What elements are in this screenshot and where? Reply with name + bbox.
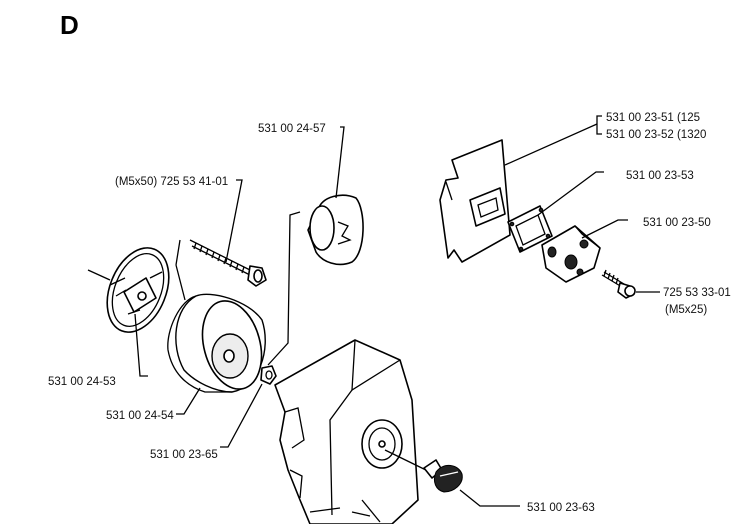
- label-gasket: 531 00 23-53: [626, 170, 694, 182]
- label-cover-knob: 531 00 23-63: [527, 502, 595, 514]
- screw-m5x50: [189, 239, 267, 287]
- label-screw-m5x25-pn: 725 53 33-01: [663, 287, 731, 299]
- filter-holder: [106, 247, 170, 333]
- filter-element: [167, 293, 266, 393]
- label-spacer-1320: 531 00 23-52 (1320: [606, 129, 706, 141]
- label-filter-element: 531 00 24-54: [106, 410, 174, 422]
- section-letter: D: [60, 10, 79, 40]
- label-nut: 531 00 23-65: [150, 449, 218, 461]
- label-spacer-125: 531 00 23-51 (125: [606, 112, 700, 124]
- filter-cup: [307, 194, 364, 266]
- cover-knob: [384, 449, 463, 493]
- label-filter-holder: 531 00 24-53: [48, 376, 116, 388]
- label-carb-flange: 531 00 23-50: [643, 217, 711, 229]
- label-filter-cup: 531 00 24-57: [258, 123, 326, 135]
- carb-flange: [541, 225, 601, 283]
- label-screw-m5x25-size: (M5x25): [665, 304, 707, 316]
- spacer-plate: [439, 139, 511, 263]
- gasket: [507, 205, 553, 253]
- leader-lines: [87, 115, 660, 523]
- label-screw-m5x50: (M5x50) 725 53 41-01: [115, 176, 228, 188]
- air-filter-cover: [274, 339, 419, 524]
- screw-m5x25: [601, 269, 636, 299]
- nut: [260, 365, 277, 385]
